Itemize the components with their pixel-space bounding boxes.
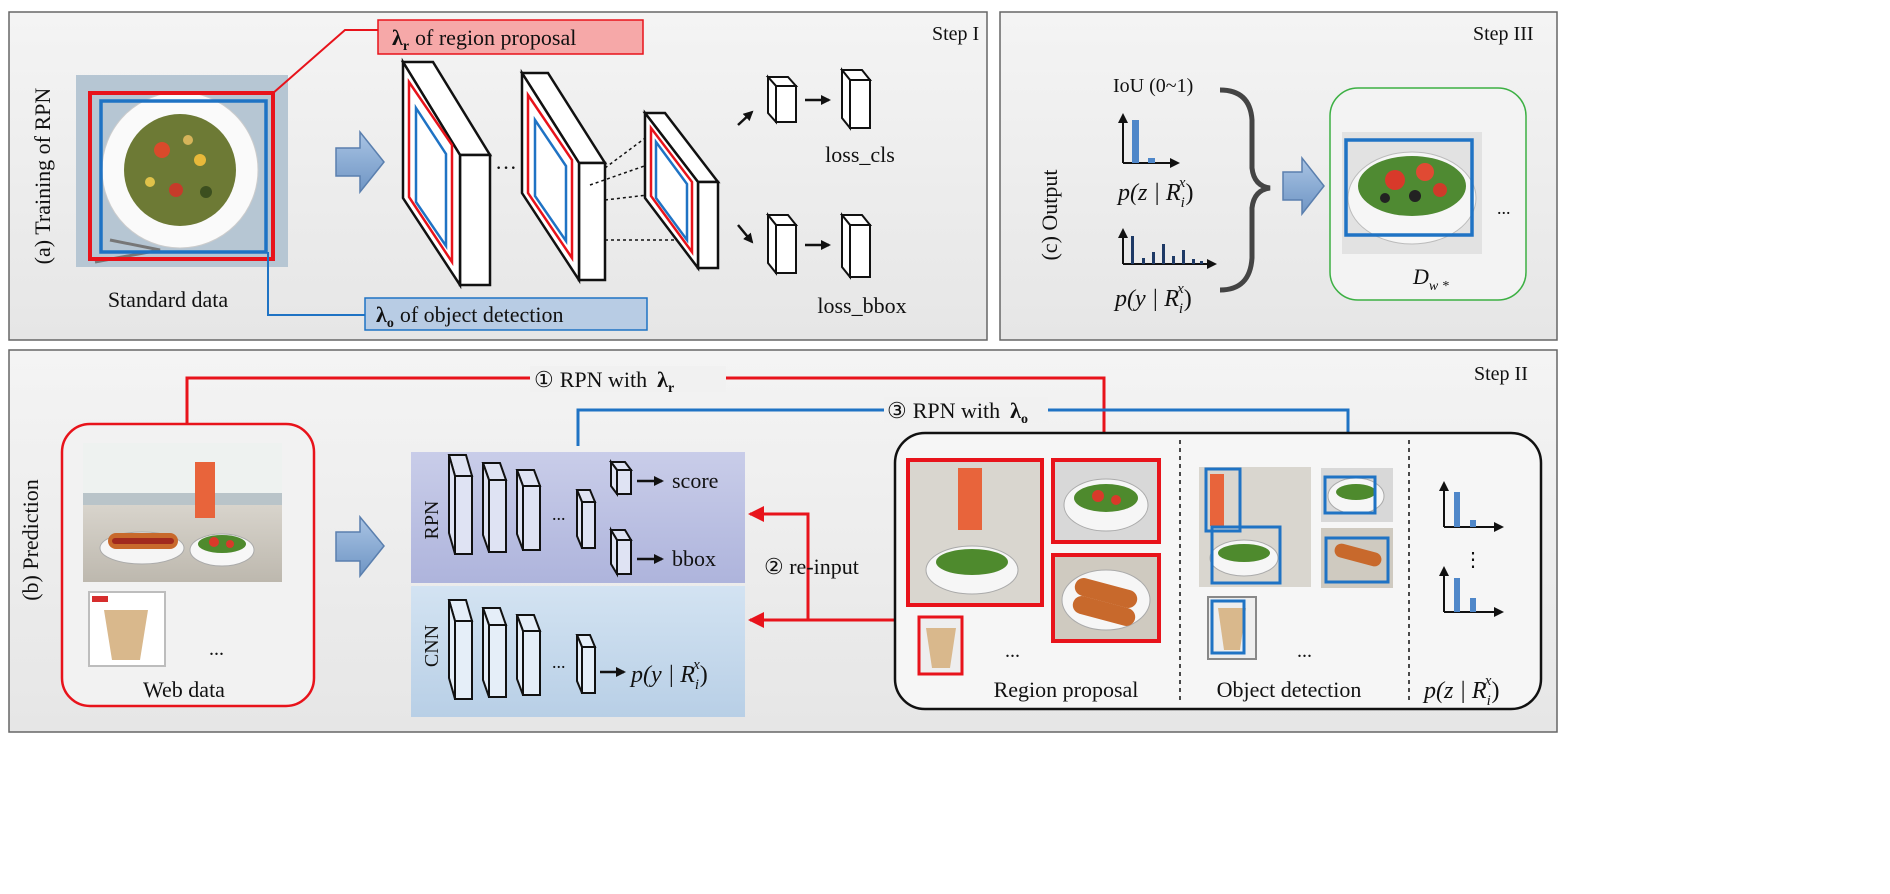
arrow1-number: ① [534,367,554,392]
region-proposal-label: Region proposal [994,677,1139,702]
output-side-label: (c) Output [1037,169,1062,260]
svg-text:...: ... [1297,640,1312,662]
brace-icon [1219,87,1271,293]
rpn-score-head [609,459,633,497]
svg-text:Dw *: Dw * [1412,264,1449,294]
bbox-head-block-2 [839,212,873,280]
dataset-blue-box [1344,138,1474,237]
rpn-label: RPN [421,501,443,540]
results-mini-chart-bottom [1439,566,1504,617]
reinput-label: ② re-input [764,554,859,579]
lambda-o-callout [364,297,648,331]
bbox-label: bbox [672,546,716,571]
lambda-r-text: of region proposal [415,25,576,50]
web-data-ellipsis: ... [209,638,224,660]
arrow3-number: ③ [887,398,907,423]
svg-text:p(y | Rix): p(y | Rix) [1113,281,1192,317]
cls-head-block-2 [839,67,873,131]
prediction-input-arrow-icon [335,514,385,579]
output-arrow-icon [1282,155,1325,217]
svg-text:...: ... [552,652,566,672]
svg-text:p(z | Rix): p(z | Rix) [1116,175,1193,211]
svg-text:p(y | Rix): p(y | Rix) [629,657,708,693]
dataset-label: D [1412,264,1429,289]
step2-label: Step II [1474,363,1528,385]
output-pz-label: p(z | R [1116,180,1181,206]
object-detection-crops [1199,467,1393,660]
cnn-py-label: p(y | R [629,662,695,688]
results-vdots: ⋮ [1463,549,1483,571]
cls-head-arrow-icon [737,110,754,126]
panel-training: Step I (a) Training of RPN Standard data… [8,11,988,341]
cls-head-block-1 [765,74,799,125]
lambda-r-callout [377,19,644,55]
panel-output: Step III (c) Output IoU (0~1) p(z | Rix) [999,11,1558,341]
feature-map-3 [642,109,721,272]
bbox-head-arrow-icon [737,224,754,244]
output-py-mini-chart [1118,228,1217,269]
layers-ellipsis: ··· [495,155,517,180]
rpn-bbox-head [609,526,633,578]
feature-map-2 [519,68,608,285]
region-proposal-crops [906,458,1161,676]
rpn-layers [447,454,597,555]
standard-data-label: Standard data [108,287,229,312]
cnn-layers [447,599,597,700]
step3-label: Step III [1473,23,1534,45]
panel-prediction: Step II (b) Prediction ... Web data RPN [8,349,1558,733]
output-pz-mini-chart [1118,113,1180,168]
web-data-label: Web data [143,677,225,702]
standard-data-image [76,75,288,267]
object-detection-label: Object detection [1217,677,1362,702]
training-input-arrow-icon [335,129,385,195]
iou-label: IoU (0~1) [1113,75,1193,97]
cnn-label: CNN [421,625,443,667]
loss-cls-label: loss_cls [825,142,895,167]
standard-blue-box [99,99,268,254]
prediction-side-label: (b) Prediction [18,479,43,601]
standard-red-box [88,91,275,261]
web-data-chips-image [88,591,166,667]
output-py-label: p(y | R [1113,286,1179,312]
results-mini-chart-top [1439,481,1504,532]
bbox-head-block-1 [765,212,799,276]
feature-map-1 [400,57,493,290]
arrow1-text: RPN with [560,367,647,392]
results-pz-label: p(z | R [1422,678,1487,704]
web-data-image [83,443,282,582]
reinput-arrow-rpn [748,506,895,622]
dataset-ellipsis: ... [1497,198,1511,218]
loss-bbox-label: loss_bbox [817,293,906,318]
step1-label: Step I [932,23,979,45]
score-label: score [672,468,718,493]
arrow3-text: RPN with [913,398,1000,423]
svg-text:p(z | Rix): p(z | Rix) [1422,673,1499,709]
training-side-label: (a) Training of RPN [30,88,55,265]
lambda-o-text: of object detection [400,302,564,327]
svg-text:...: ... [1005,640,1020,662]
svg-text:...: ... [552,504,566,524]
